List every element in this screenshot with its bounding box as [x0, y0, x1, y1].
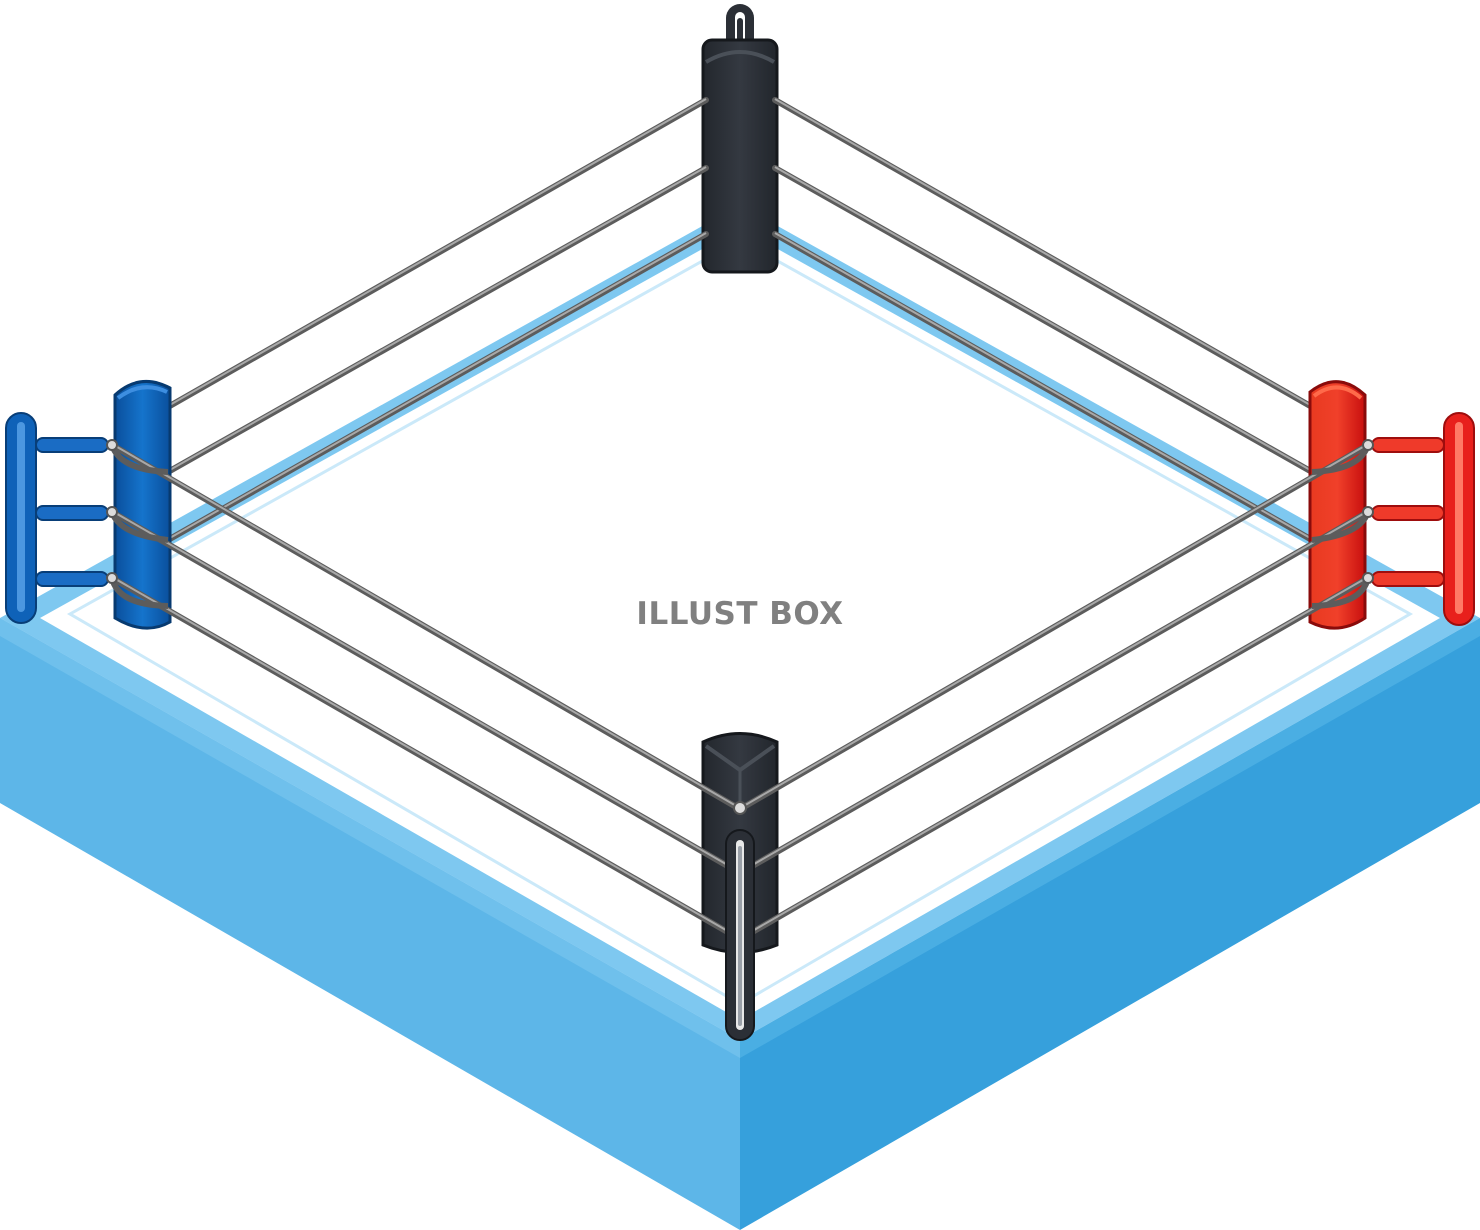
ropes-front-left-highlight: [111, 443, 739, 938]
canvas-surface: [40, 228, 1440, 1020]
apron-edge-left: [0, 618, 740, 1058]
ropes-back-left-highlight: [167, 98, 707, 540]
ropes-front-right-highlight: [741, 443, 1369, 938]
left-corner-stanchion: [5, 412, 109, 624]
left-corner-pad: [113, 379, 172, 630]
front-corner-stanchion: [725, 829, 755, 1041]
apron-left-face: [0, 618, 740, 1230]
right-corner-stanchion: [1371, 412, 1475, 626]
ropes-back-right-highlight: [774, 98, 1313, 540]
apron-right-face: [740, 618, 1480, 1230]
apron-edge-right: [740, 618, 1480, 1058]
rope-rings: [106, 439, 1374, 815]
right-corner-pad: [1308, 380, 1367, 630]
back-corner-post: [701, 4, 779, 274]
